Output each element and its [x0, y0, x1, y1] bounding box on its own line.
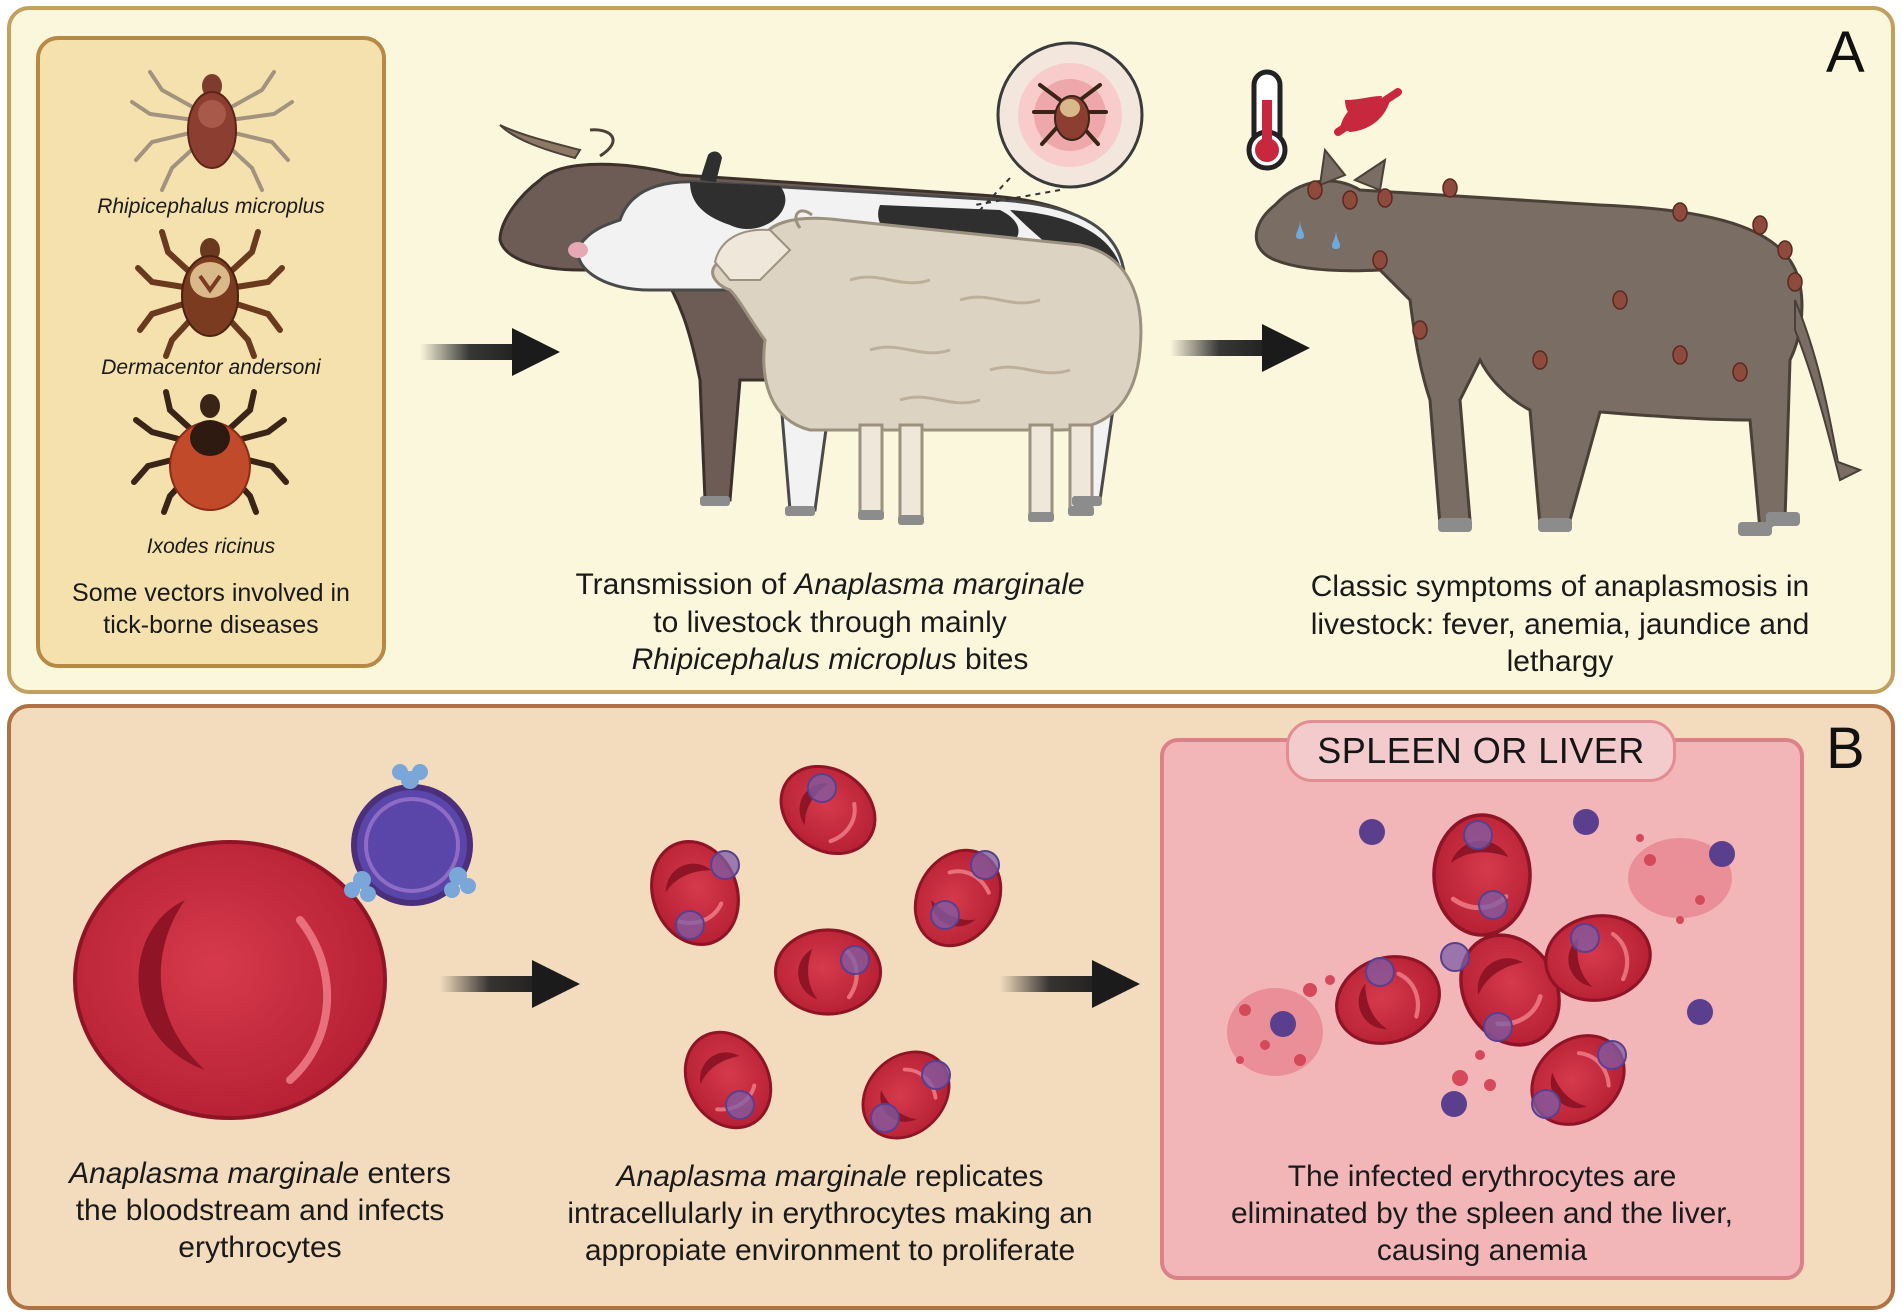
- infection-caption: Anaplasma marginale enters the bloodstre…: [69, 1157, 451, 1265]
- tick-ixodes-illustration: [131, 389, 289, 515]
- transmission-caption: Transmission of Anaplasma marginale to l…: [575, 568, 1085, 676]
- livestock-group-illustration: [498, 124, 1143, 525]
- arrow-right-icon: [440, 960, 580, 1008]
- vector-box: [36, 36, 386, 668]
- elimination-caption: The infected erythrocytes are eliminated…: [1231, 1160, 1733, 1268]
- sick-cow-illustration: [1254, 147, 1863, 536]
- panel-letter-b: B: [1826, 716, 1865, 781]
- vectors-caption: Some vectors involved in tick-borne dise…: [72, 579, 350, 639]
- eliminated-erythrocytes-illustration: [1227, 809, 1735, 1145]
- tick-label-ixodes: Ixodes ricinus: [146, 535, 276, 558]
- no-eating-icon: [1334, 88, 1402, 136]
- tick-dermacentor-illustration: [135, 229, 285, 359]
- arrow-right-icon: [420, 328, 560, 376]
- replication-caption: Anaplasma marginale replicates intracell…: [567, 1160, 1093, 1268]
- tick-bite-magnifier: [974, 41, 1144, 211]
- arrow-right-icon: [1170, 324, 1310, 372]
- symptoms-caption: Classic symptoms of anaplasmosis in live…: [1310, 570, 1810, 678]
- tick-rhipicephalus-illustration: [130, 70, 294, 192]
- thermometer-icon: [1246, 69, 1288, 171]
- tick-label-dermacentor: Dermacentor andersoni: [101, 356, 321, 379]
- arrow-right-icon: [1000, 960, 1140, 1008]
- panel-letter-a: A: [1826, 20, 1865, 85]
- spleen-liver-title: SPLEEN OR LIVER: [1286, 720, 1676, 782]
- tick-label-rhipicephalus: Rhipicephalus microplus: [97, 195, 325, 218]
- erythrocyte-infection-illustration: [73, 764, 476, 1120]
